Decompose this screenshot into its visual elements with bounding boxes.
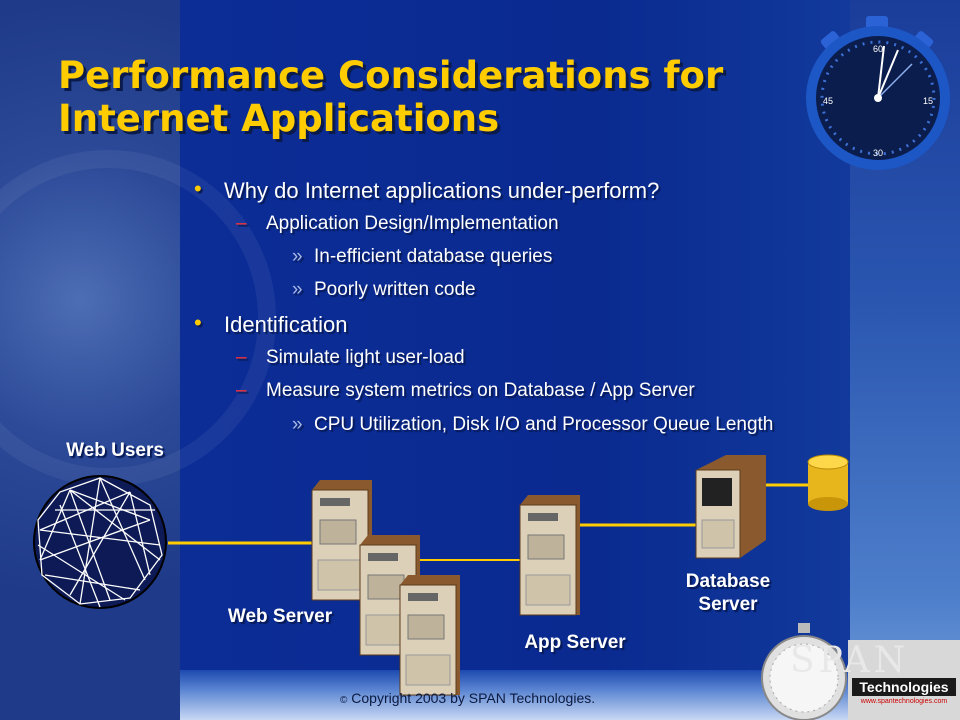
bullet-marker: » bbox=[292, 246, 303, 267]
stopwatch-mark-30: 30 bbox=[873, 148, 883, 158]
bullet-marker: – bbox=[236, 213, 247, 234]
bullet-marker: – bbox=[236, 347, 247, 368]
bullet-marker: » bbox=[292, 414, 303, 435]
bullet-item: –Measure system metrics on Database / Ap… bbox=[190, 380, 830, 402]
bullet-text: CPU Utilization, Disk I/O and Processor … bbox=[314, 414, 774, 435]
bullet-item: –Application Design/Implementation bbox=[190, 213, 830, 235]
bullet-text: Identification bbox=[224, 312, 348, 337]
app-server-label: App Server bbox=[524, 632, 626, 653]
stopwatch-icon: 60 15 30 45 bbox=[806, 16, 950, 170]
bullet-item: • Why do Internet applications under-perf… bbox=[190, 176, 830, 204]
copyright-text: © Copyright 2003 by SPAN Technologies. bbox=[340, 690, 595, 706]
database-icon bbox=[807, 454, 849, 511]
bullet-marker: » bbox=[292, 279, 303, 300]
stopwatch-mark-60: 60 bbox=[873, 44, 883, 54]
bullet-item: • Identification bbox=[190, 310, 830, 338]
bullet-item: » In-efficient database queries bbox=[190, 246, 830, 268]
database-server-tower-icon bbox=[695, 455, 766, 559]
stopwatch-mark-45: 45 bbox=[823, 96, 833, 106]
web-server-label: Web Server bbox=[227, 606, 333, 627]
bullet-marker: • bbox=[194, 310, 202, 335]
bullet-text: Measure system metrics on Database / App… bbox=[266, 380, 695, 401]
logo-technologies-text: Technologies bbox=[852, 678, 956, 696]
bullet-text: Application Design/Implementation bbox=[266, 213, 559, 234]
stopwatch-logo-icon bbox=[761, 623, 847, 720]
copyright-label: Copyright 2003 by SPAN Technologies. bbox=[351, 690, 596, 706]
web-server-tower-icon bbox=[399, 575, 460, 696]
web-users-label: Web Users bbox=[66, 440, 164, 461]
copyright-symbol: © bbox=[340, 695, 348, 706]
bullet-item: –Simulate light user-load bbox=[190, 347, 830, 369]
bullet-list: • Why do Internet applications under-perf… bbox=[190, 176, 830, 448]
stopwatch-mark-15: 15 bbox=[923, 96, 933, 106]
bullet-text: In-efficient database queries bbox=[314, 246, 553, 267]
bullet-marker: – bbox=[236, 380, 247, 401]
bullet-marker: • bbox=[194, 176, 202, 201]
app-server-tower-icon bbox=[519, 495, 580, 616]
bullet-item: » Poorly written code bbox=[190, 279, 830, 301]
bullet-text: Poorly written code bbox=[314, 279, 476, 300]
globe-icon bbox=[33, 475, 167, 609]
bullet-text: Simulate light user-load bbox=[266, 347, 465, 368]
bullet-text: Why do Internet applications under-perfo… bbox=[224, 178, 660, 203]
slide-title: Performance Considerations for Internet … bbox=[58, 54, 724, 140]
logo-url-text: www.spantechnologies.com bbox=[860, 698, 948, 705]
database-server-label: Database Server bbox=[685, 571, 771, 615]
bullet-item: » CPU Utilization, Disk I/O and Processor… bbox=[190, 413, 834, 437]
logo-span-text: SPAN bbox=[790, 640, 910, 681]
web-server-tower-icon bbox=[311, 480, 372, 601]
